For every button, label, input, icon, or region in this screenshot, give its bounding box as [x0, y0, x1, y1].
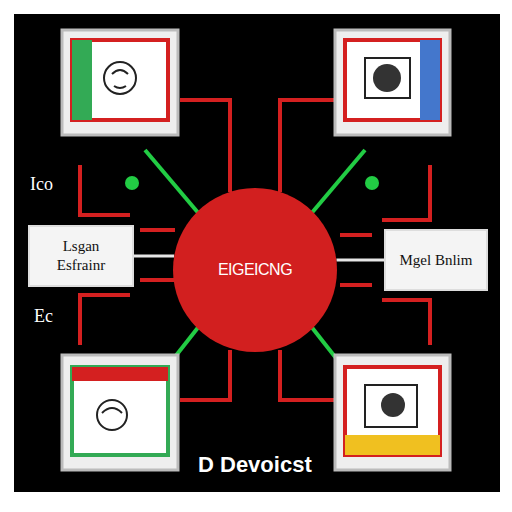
process-box: Mgel Bnlim	[384, 229, 488, 291]
green-dot	[125, 176, 139, 190]
node-text: Lsgan Esfrainr	[38, 237, 124, 275]
node-text: EIGEICNG	[218, 261, 292, 279]
side-label: Ec	[34, 306, 53, 327]
green-dot	[365, 176, 379, 190]
process-box: Lsgan Esfrainr	[28, 225, 134, 287]
connector	[336, 259, 384, 262]
footer-label: D Devoicst	[198, 452, 312, 478]
connector	[134, 255, 174, 258]
node-text: Mgel Bnlim	[400, 251, 473, 270]
side-label: Ico	[30, 174, 53, 195]
hub-circle: EIGEICNG	[173, 188, 337, 352]
dark-ground	[14, 14, 500, 492]
